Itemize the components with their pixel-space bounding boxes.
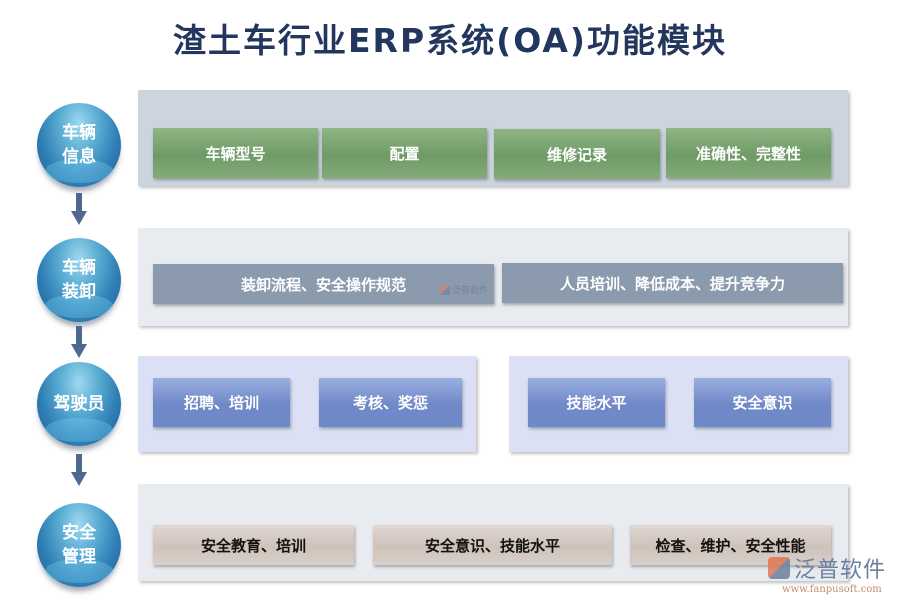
module-box[interactable]: 检查、维护、安全性能	[630, 525, 831, 565]
stage-label: 安全管理	[62, 523, 96, 567]
module-box[interactable]: 技能水平	[528, 378, 665, 427]
module-box[interactable]: 装卸流程、安全操作规范	[153, 264, 494, 304]
down-arrow-icon	[71, 193, 87, 227]
stage-label: 车辆装卸	[62, 258, 96, 302]
stage-circle-safety: 安全管理	[37, 503, 121, 587]
down-arrow-icon	[71, 326, 87, 360]
stage-label: 驾驶员	[53, 394, 105, 414]
module-box[interactable]: 招聘、培训	[153, 378, 290, 427]
module-box[interactable]: 维修记录	[494, 129, 660, 179]
watermark-small-text: 泛普软件	[452, 286, 489, 296]
stage-circle-driver: 驾驶员	[37, 362, 121, 446]
stage-label: 车辆信息	[62, 123, 96, 167]
module-box[interactable]: 安全教育、培训	[153, 525, 354, 565]
module-box[interactable]: 车辆型号	[153, 128, 318, 178]
watermark-small: 泛普软件	[440, 283, 488, 296]
down-arrow-icon	[71, 454, 87, 488]
page-title: 渣土车行业ERP系统(OA)功能模块	[172, 21, 727, 60]
watermark-name: 泛普软件	[794, 558, 887, 583]
watermark-url: www.fanpusoft.com	[782, 584, 882, 595]
module-box[interactable]: 安全意识、技能水平	[373, 525, 612, 565]
module-box[interactable]: 配置	[322, 128, 487, 178]
fanpu-logo-icon	[768, 557, 790, 579]
module-box[interactable]: 安全意识	[694, 378, 831, 427]
watermark: 泛普软件 www.fanpusoft.com	[768, 552, 898, 595]
module-box[interactable]: 人员培训、降低成本、提升竞争力	[502, 263, 843, 303]
stage-circle-vehicle-loading: 车辆装卸	[37, 238, 121, 322]
module-box[interactable]: 准确性、完整性	[666, 128, 831, 178]
fanpu-logo-icon	[440, 284, 450, 295]
module-box[interactable]: 考核、奖惩	[319, 378, 462, 427]
stage-circle-vehicle-info: 车辆信息	[37, 103, 121, 187]
